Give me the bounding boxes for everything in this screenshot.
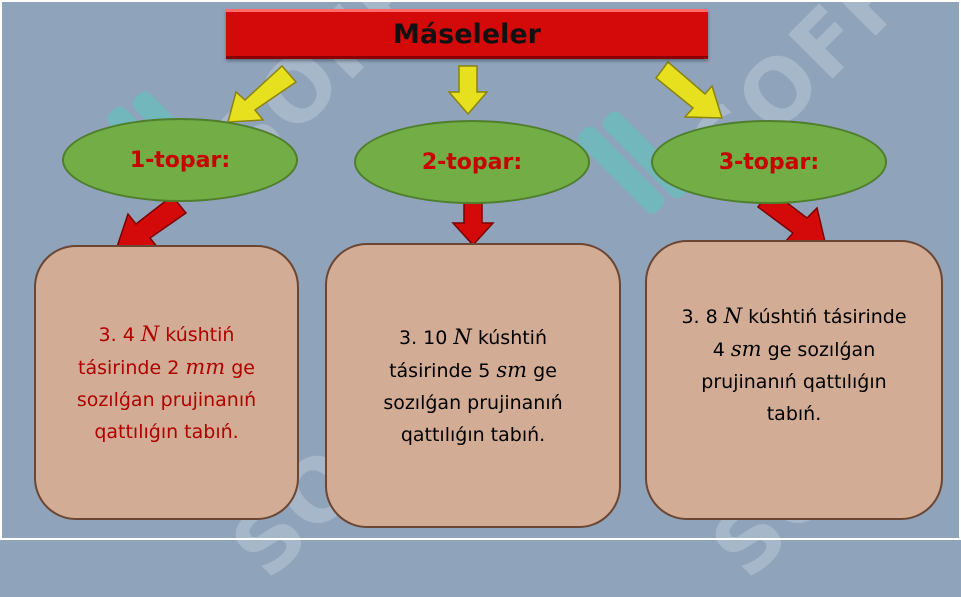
problem-text-part: kúshtiń tásirinde 2 [78, 323, 235, 379]
problem-number: 3. 8 [681, 306, 718, 328]
yellow-arrow-center [447, 65, 489, 116]
title-banner: Máseleler [226, 9, 708, 59]
unit-variable: sm [496, 357, 528, 382]
problem-number: 3. 10 [399, 326, 448, 349]
problem-text-part: kúshtiń tásirinde 5 [389, 326, 547, 382]
problem-text: 3. 8 N kúshtiń tásirinde 4 sm ge sozılǵa… [647, 300, 941, 430]
unit-variable: N [453, 324, 472, 349]
problem-text-part: ge sozılǵan prujinanıń qattılıǵın tabıń. [76, 356, 257, 443]
yellow-arrow-right [654, 60, 724, 119]
problem-text: 3. 10 N kúshtiń tásirinde 5 sm ge sozılǵ… [327, 321, 619, 451]
unit-variable: mm [185, 354, 226, 379]
group-label: 3-topar: [718, 149, 820, 175]
arrows-layer [114, 60, 827, 251]
problem-text-part: ge sozılǵan prujinanıń qattılıǵın tabıń. [701, 339, 887, 425]
unit-variable: sm [730, 337, 762, 361]
group-oval-1: 1-topar: [62, 118, 298, 202]
group-label: 1-topar: [129, 147, 231, 173]
problem-text: 3. 4 N kúshtiń tásirinde 2 mm ge sozılǵa… [36, 318, 297, 448]
unit-variable: N [140, 321, 160, 346]
group-oval-3: 3-topar: [651, 120, 887, 204]
page-title: Máseleler [393, 18, 541, 50]
problem-number: 3. 4 [98, 323, 135, 346]
problem-card-1: 3. 4 N kúshtiń tásirinde 2 mm ge sozılǵa… [34, 245, 299, 520]
group-oval-2: 2-topar: [354, 120, 590, 204]
problem-text-part: ge sozılǵan prujinanıń qattılıǵın tabıń. [383, 359, 563, 446]
problem-card-2: 3. 10 N kúshtiń tásirinde 5 sm ge sozılǵ… [325, 243, 621, 528]
problem-card-3: 3. 8 N kúshtiń tásirinde 4 sm ge sozılǵa… [645, 240, 943, 520]
yellow-arrow-left [227, 64, 298, 123]
unit-variable: N [723, 304, 743, 328]
group-label: 2-topar: [421, 149, 523, 175]
problem-text-part: kúshtiń tásirinde 4 [712, 306, 907, 361]
slide-border [0, 0, 961, 540]
